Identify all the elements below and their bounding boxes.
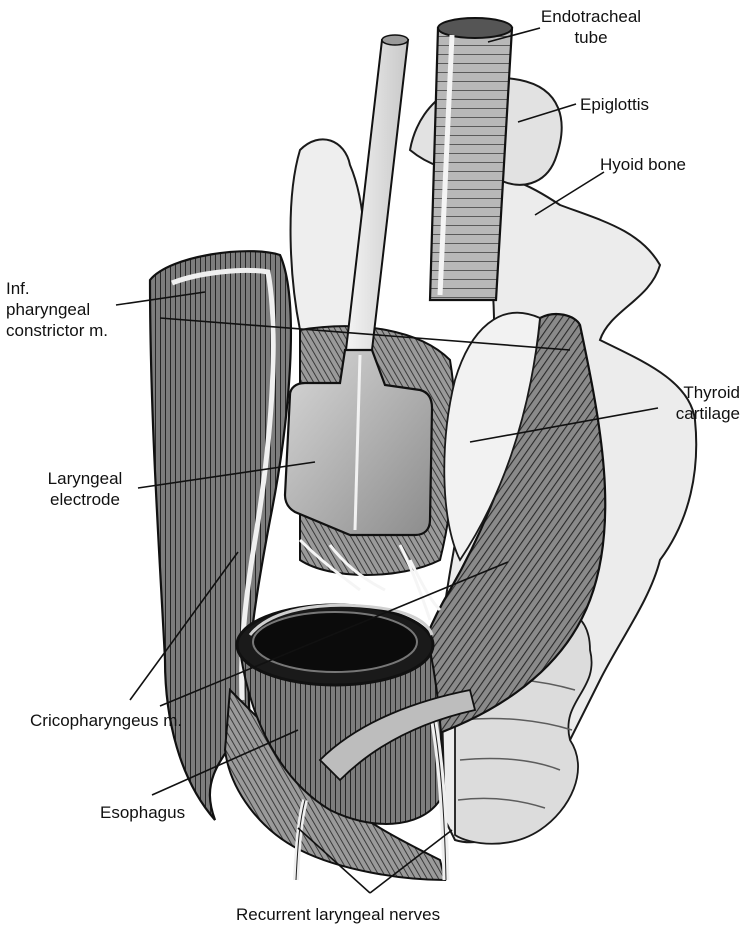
label-line: electrode — [30, 489, 140, 510]
label-line: Recurrent laryngeal nerves — [236, 904, 440, 925]
label-line: constrictor m. — [6, 320, 108, 341]
label-cricopharyngeus: Cricopharyngeus m. — [30, 710, 182, 731]
esophageal-lumen — [253, 612, 417, 672]
label-line: Thyroid — [650, 382, 740, 403]
label-inf-pharyngeal-constrictor: Inf. pharyngeal constrictor m. — [6, 278, 108, 341]
label-line: Hyoid bone — [600, 154, 686, 175]
label-endotracheal-tube: Endotracheal tube — [538, 6, 644, 48]
label-line: Laryngeal — [30, 468, 140, 489]
electrode-wire-tube-end — [382, 35, 408, 45]
label-epiglottis: Epiglottis — [580, 94, 649, 115]
label-esophagus: Esophagus — [100, 802, 185, 823]
label-line: Esophagus — [100, 802, 185, 823]
label-line: Epiglottis — [580, 94, 649, 115]
label-thyroid-cartilage: Thyroid cartilage — [650, 382, 740, 424]
label-line: cartilage — [650, 403, 740, 424]
label-laryngeal-electrode: Laryngeal electrode — [30, 468, 140, 510]
label-hyoid-bone: Hyoid bone — [600, 154, 686, 175]
label-recurrent-laryngeal-nerves: Recurrent laryngeal nerves — [236, 904, 440, 925]
label-line: tube — [538, 27, 644, 48]
label-line: Cricopharyngeus m. — [30, 710, 182, 731]
label-line: pharyngeal — [6, 299, 108, 320]
label-line: Inf. — [6, 278, 108, 299]
label-line: Endotracheal — [538, 6, 644, 27]
endotracheal-tube-opening — [438, 18, 512, 38]
